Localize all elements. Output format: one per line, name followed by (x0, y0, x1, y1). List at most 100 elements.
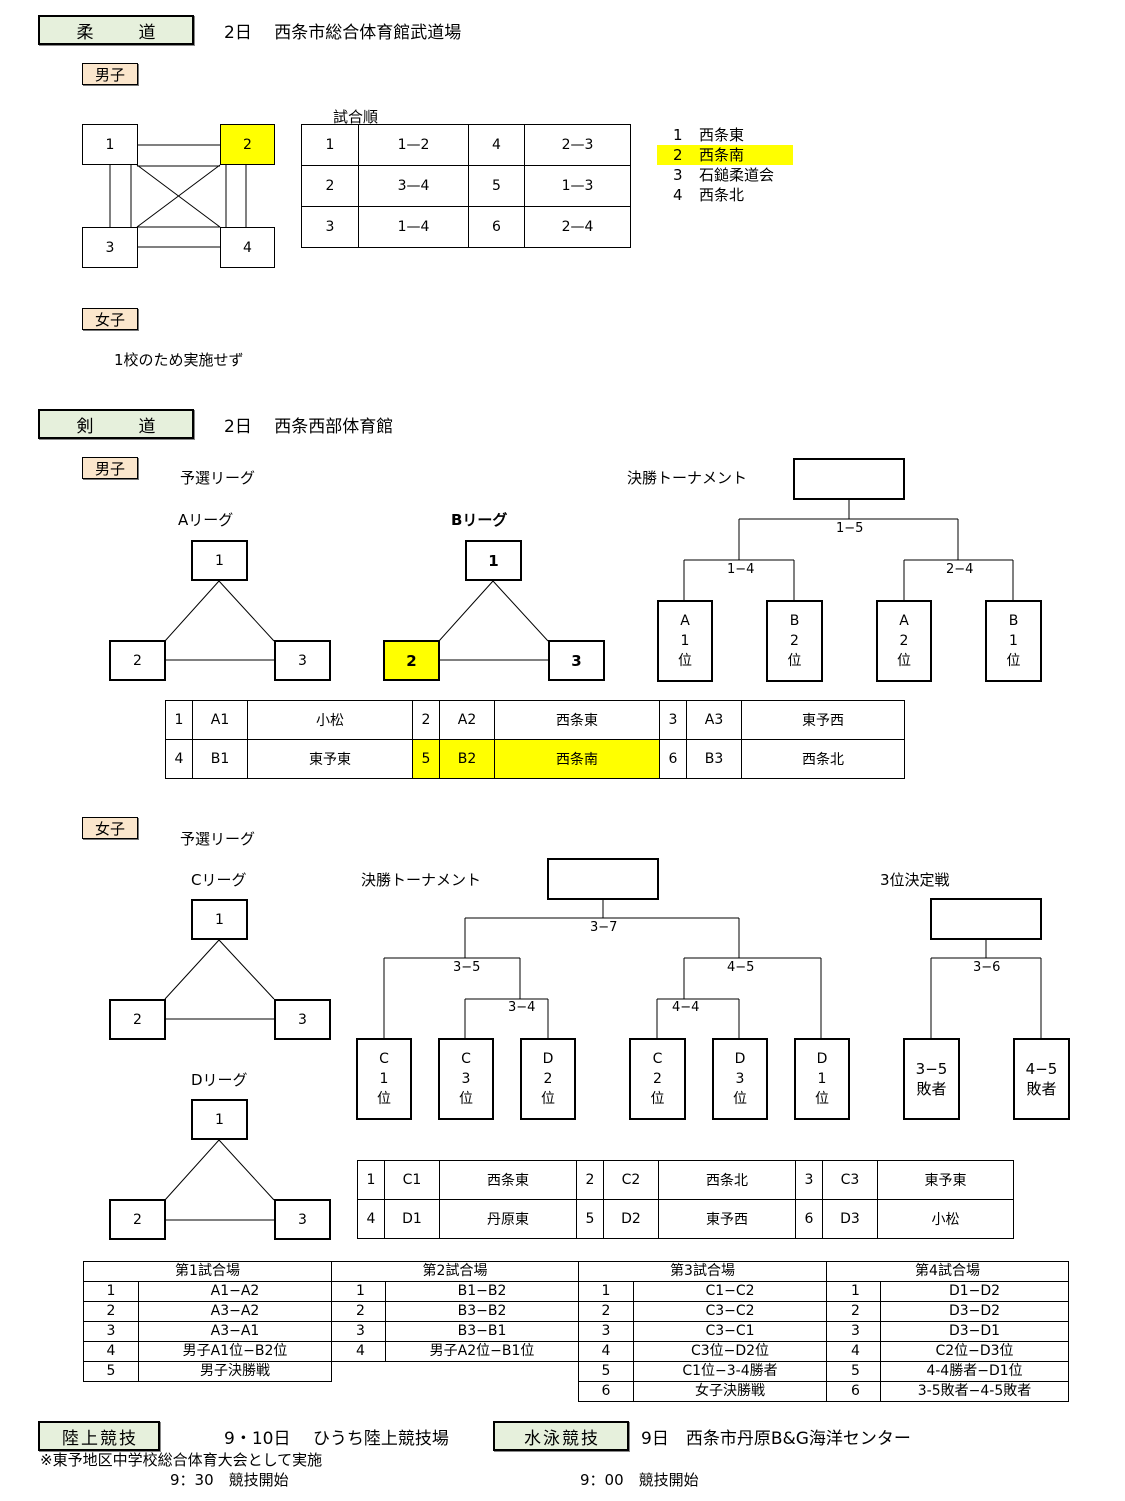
girls-match-right: 4−5 (727, 960, 755, 975)
girls-match-third: 3−6 (973, 960, 1001, 975)
sched-cell: D3−D1 (880, 1321, 1069, 1342)
girls-prelim-title: 予選リーグ (180, 830, 256, 848)
league-d-node-2: 2 (109, 1199, 166, 1240)
team-cell: C3 (822, 1160, 878, 1200)
league-c-node-2: 2 (109, 999, 166, 1040)
kendo-info: 2日 西条西部体育館 (224, 417, 394, 437)
team-cell: 6 (795, 1199, 823, 1239)
judo-node-2: 2 (220, 124, 275, 165)
judo-node-4: 4 (220, 227, 275, 268)
sched-cell: B3−B2 (385, 1301, 579, 1322)
swimming-section-label: 水泳競技 (493, 1421, 629, 1451)
order-cell: 2—3 (524, 124, 631, 166)
team-cell: D2 (603, 1199, 659, 1239)
team-cell: A2 (439, 700, 495, 740)
team-cell: 6 (659, 739, 687, 779)
order-cell: 1—3 (524, 165, 631, 207)
sched-cell: 3 (331, 1321, 386, 1342)
boys-match-right: 2−4 (946, 562, 974, 577)
girls-champion-box (547, 858, 659, 900)
judo-boys-label: 男子 (82, 63, 138, 85)
sched-cell: A3−A2 (138, 1301, 332, 1322)
team-cell: B1 (192, 739, 248, 779)
team-cell: 小松 (877, 1199, 1014, 1239)
team-cell: A1 (192, 700, 248, 740)
judo-order-table: 1 1—2 4 2—3 2 3—4 5 1—3 3 1—4 6 2—4 (301, 124, 631, 248)
sched-cell (385, 1361, 579, 1382)
judo-girls-label: 女子 (82, 308, 138, 330)
sched-cell: 2 (83, 1301, 139, 1322)
sched-cell: 女子決勝戦 (633, 1381, 827, 1402)
girls-third-title: 3位決定戦 (880, 871, 950, 889)
sched-cell: C2位−D3位 (880, 1341, 1069, 1362)
league-a-title: Aリーグ (178, 511, 234, 529)
team-cell: D3 (822, 1199, 878, 1239)
judo-girls-note: 1校のため実施せず (114, 351, 244, 369)
sched-cell: B1−B2 (385, 1281, 579, 1302)
judo-node-1: 1 (82, 124, 138, 165)
judo-order-title: 試合順 (333, 108, 379, 126)
kendo-boys-label: 男子 (82, 457, 138, 479)
girls-final-title: 決勝トーナメント (361, 871, 482, 889)
sched-cell: 4-4勝者−D1位 (880, 1361, 1069, 1382)
team-cell: 5 (576, 1199, 604, 1239)
sched-cell: 1 (331, 1281, 386, 1302)
league-c-title: Cリーグ (191, 871, 247, 889)
sched-cell: C1位−3-4勝者 (633, 1361, 827, 1382)
athletics-start: 9：30 競技開始 (170, 1471, 289, 1489)
team-cell: 3 (659, 700, 687, 740)
court-header: 第4試合場 (826, 1261, 1069, 1282)
sched-cell (331, 1361, 386, 1382)
league-d-node-1: 1 (191, 1099, 248, 1140)
sched-cell: C3−C1 (633, 1321, 827, 1342)
girls-team-table: 1 C1 西条東 2 C2 西条北 3 C3 東予東 4 D1 丹原東 5 D2… (357, 1160, 1014, 1239)
team-cell: 西条南 (494, 739, 660, 779)
sched-cell: A3−A1 (138, 1321, 332, 1342)
girls-match-left-inner: 3−4 (508, 1000, 536, 1015)
sched-cell: 1 (83, 1281, 139, 1302)
team-cell: 東予東 (877, 1160, 1014, 1200)
kendo-girls-label: 女子 (82, 817, 138, 839)
sched-cell: 3 (578, 1321, 634, 1342)
sched-cell: 4 (578, 1341, 634, 1362)
sched-cell: D3−D2 (880, 1301, 1069, 1322)
sched-cell: 2 (826, 1301, 881, 1322)
court-header: 第1試合場 (83, 1261, 332, 1282)
sched-cell: 1 (578, 1281, 634, 1302)
team-cell: C1 (384, 1160, 440, 1200)
sched-cell (385, 1381, 579, 1402)
sched-cell: 男子決勝戦 (138, 1361, 332, 1382)
team-cell: 西条東 (439, 1160, 577, 1200)
league-a-node-2: 2 (109, 640, 166, 681)
judo-section-label: 柔 道 (38, 15, 194, 45)
judo-node-3: 3 (82, 227, 138, 268)
sched-cell: D1−D2 (880, 1281, 1069, 1302)
sched-cell: 2 (578, 1301, 634, 1322)
league-b-node-2: 2 (383, 640, 440, 681)
order-cell: 2—4 (524, 206, 631, 248)
league-b-node-1: 1 (465, 540, 522, 581)
sched-cell: C3位−D2位 (633, 1341, 827, 1362)
order-cell: 1—2 (358, 124, 469, 166)
sched-cell: 4 (826, 1341, 881, 1362)
girls-match-left: 3−5 (453, 960, 481, 975)
team-cell: A3 (686, 700, 742, 740)
order-cell: 2 (301, 165, 359, 207)
order-cell: 5 (468, 165, 525, 207)
order-cell: 3 (301, 206, 359, 248)
boys-match-left: 1−4 (727, 562, 755, 577)
team-cell: 1 (357, 1160, 385, 1200)
order-cell: 4 (468, 124, 525, 166)
sched-cell (332, 1382, 386, 1402)
